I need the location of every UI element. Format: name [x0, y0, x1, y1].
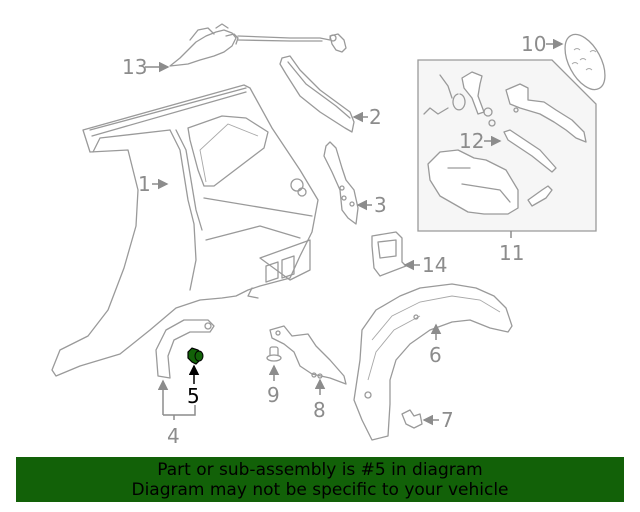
- info-banner: Part or sub-assembly is #5 in diagram Di…: [16, 457, 624, 502]
- callout-10[interactable]: 10: [521, 32, 564, 56]
- callout-7[interactable]: 7: [422, 408, 454, 432]
- svg-text:9: 9: [267, 383, 280, 407]
- callout-1[interactable]: 1: [138, 172, 169, 196]
- part-9-bolt[interactable]: [266, 346, 282, 362]
- svg-text:14: 14: [422, 253, 447, 277]
- svg-text:3: 3: [374, 193, 387, 217]
- banner-line-1: Part or sub-assembly is #5 in diagram: [157, 460, 483, 480]
- callout-12[interactable]: 12: [459, 129, 502, 153]
- svg-text:1: 1: [138, 172, 151, 196]
- svg-text:11: 11: [499, 241, 524, 265]
- part-10-fuel-door[interactable]: [557, 28, 613, 96]
- svg-text:2: 2: [369, 105, 382, 129]
- svg-text:8: 8: [313, 398, 326, 422]
- part-8-bracket[interactable]: [269, 325, 347, 385]
- svg-text:13: 13: [122, 55, 147, 79]
- part-6-wheel-liner[interactable]: [353, 283, 513, 441]
- svg-text:10: 10: [521, 32, 546, 56]
- callout-3[interactable]: 3: [356, 193, 387, 217]
- callout-6[interactable]: 6: [429, 323, 442, 367]
- callout-11[interactable]: 11: [499, 231, 524, 265]
- part-2-rail[interactable]: [279, 55, 355, 133]
- banner-line-2: Diagram may not be specific to your vehi…: [131, 480, 509, 500]
- callout-4[interactable]: 4: [157, 379, 196, 448]
- callout-13[interactable]: 13: [122, 55, 170, 79]
- part-3-bracket[interactable]: [323, 141, 359, 225]
- part-4-arch-molding[interactable]: [155, 319, 215, 379]
- svg-text:7: 7: [441, 408, 454, 432]
- svg-text:12: 12: [459, 129, 484, 153]
- part-11-housing-assembly[interactable]: [417, 59, 597, 232]
- callout-5[interactable]: 5: [187, 364, 200, 408]
- svg-text:4: 4: [167, 424, 180, 448]
- part-14-bumper[interactable]: [371, 231, 407, 277]
- callout-14[interactable]: 14: [403, 253, 447, 277]
- callout-9[interactable]: 9: [267, 364, 280, 407]
- part-1-quarter-panel[interactable]: [51, 84, 319, 377]
- svg-text:5: 5: [187, 384, 200, 408]
- callout-8[interactable]: 8: [313, 378, 326, 422]
- part-13-actuator[interactable]: [169, 23, 347, 67]
- svg-text:6: 6: [429, 343, 442, 367]
- part-7-push-clip[interactable]: [401, 409, 423, 429]
- callout-2[interactable]: 2: [352, 105, 382, 129]
- part-5-clip-highlighted[interactable]: [187, 347, 204, 365]
